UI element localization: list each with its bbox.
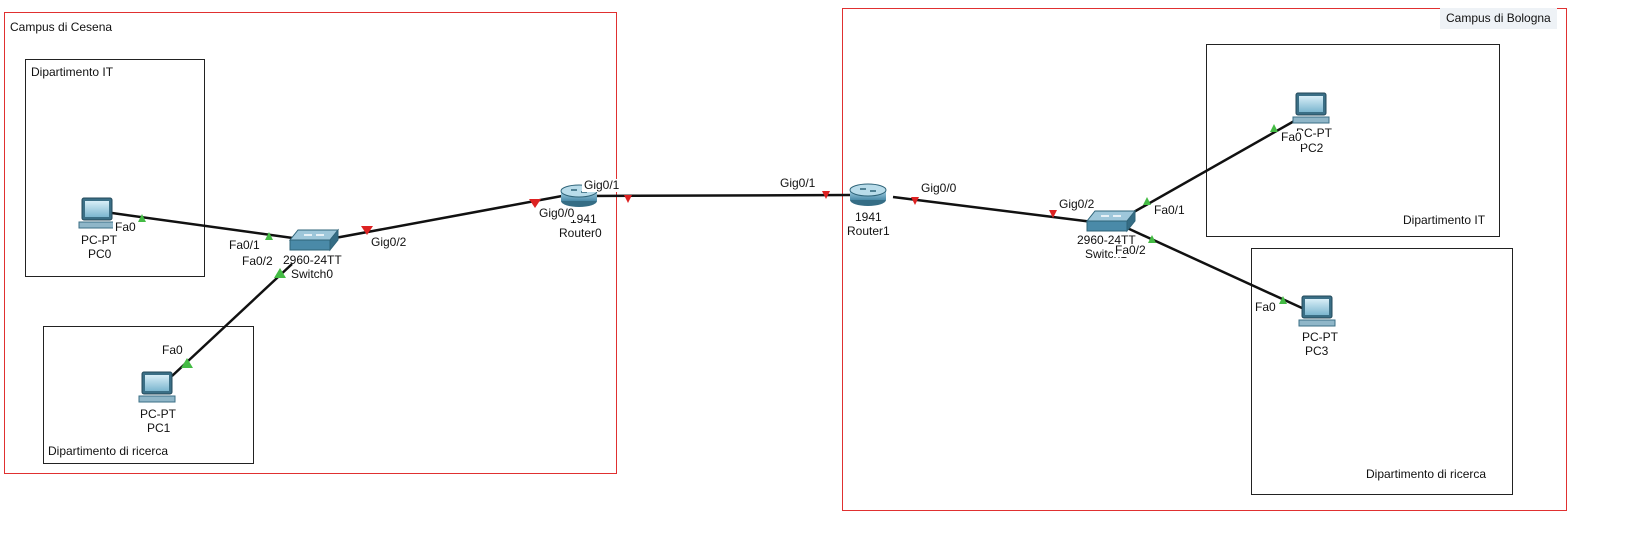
port-label-pc2-fa0: Fa0 (1279, 130, 1304, 144)
router-icon[interactable] (849, 183, 887, 206)
link-switch0-router0[interactable] (334, 194, 563, 240)
port-label-r1-gig0-1: Gig0/1 (780, 176, 816, 190)
router0-model-label: 1941 (570, 212, 597, 226)
pc-icon[interactable] (138, 371, 176, 403)
router1-model-label: 1941 (855, 210, 882, 224)
pc2-name-label: PC2 (1300, 141, 1324, 155)
status-up-icon (1279, 296, 1287, 304)
dept-research-bologna-box[interactable] (1251, 248, 1513, 495)
status-up-icon (138, 214, 146, 222)
port-label-sw0-fa0-2: Fa0/2 (242, 254, 273, 268)
link-pc0-switch0[interactable] (111, 211, 301, 241)
status-up-icon (265, 232, 273, 240)
dept-it-cesena-box[interactable] (25, 59, 205, 277)
status-down-icon (911, 197, 919, 205)
pc0-name-label: PC0 (88, 247, 112, 261)
link-router1-switch1[interactable] (892, 195, 1094, 224)
switch-icon[interactable] (1085, 209, 1137, 233)
dept-it-cesena-label: Dipartimento IT (31, 65, 114, 79)
dept-research-cesena-label: Dipartimento di ricerca (44, 441, 173, 462)
status-down-icon (361, 226, 373, 235)
campus-bologna-box[interactable] (842, 8, 1567, 511)
pc3-model-label: PC-PT (1302, 330, 1338, 344)
pc3-name-label: PC3 (1305, 344, 1329, 358)
switch0-model-label: 2960-24TT (283, 253, 342, 267)
pc-icon[interactable] (1298, 295, 1336, 327)
switch0-name-label: Switch0 (291, 267, 334, 281)
status-up-icon (1270, 124, 1278, 132)
router-icon[interactable] (560, 184, 598, 207)
port-label-r0-gig0-1: Gig0/1 (582, 178, 622, 192)
switch1-model-label: 2960-24TT (1077, 233, 1136, 247)
pc1-model-label: PC-PT (140, 407, 176, 421)
status-up-icon (1148, 235, 1156, 243)
link-pc1-switch0[interactable] (171, 263, 293, 377)
status-up-icon (274, 268, 286, 278)
pc0-model-label: PC-PT (81, 233, 117, 247)
port-label-pc0-fa0: Fa0 (113, 220, 138, 234)
campus-bologna-label: Campus di Bologna (1440, 8, 1557, 29)
dept-research-bologna-label: Dipartimento di ricerca (1366, 467, 1487, 481)
status-down-icon (822, 191, 830, 199)
port-label-sw0-fa0-1: Fa0/1 (229, 238, 260, 252)
campus-cesena-label: Campus di Cesena (10, 20, 113, 34)
dept-research-cesena-box[interactable] (43, 326, 254, 464)
status-down-icon (1049, 210, 1057, 218)
switch-icon[interactable] (288, 228, 340, 252)
campus-cesena-box[interactable] (4, 12, 617, 474)
dept-it-bologna-label: Dipartimento IT (1403, 213, 1486, 227)
pc2-model-label: PC-PT (1296, 126, 1332, 140)
status-up-icon (181, 358, 193, 368)
port-label-sw0-gig0-2: Gig0/2 (371, 235, 407, 249)
router0-name-label: Router0 (559, 226, 602, 240)
link-status-markers (138, 124, 1287, 368)
port-label-sw1-fa0-2: Fa0/2 (1113, 243, 1148, 257)
status-down-icon (624, 195, 632, 203)
pc-icon[interactable] (78, 197, 116, 229)
status-down-icon (529, 199, 541, 208)
pc1-name-label: PC1 (147, 421, 171, 435)
status-up-icon (1143, 197, 1151, 205)
port-label-sw1-fa0-1: Fa0/1 (1154, 203, 1185, 217)
port-label-pc3-fa0: Fa0 (1255, 300, 1276, 314)
port-label-pc1-fa0: Fa0 (162, 343, 183, 357)
port-label-r0-gig0-0: Gig0/0 (537, 206, 577, 220)
router1-name-label: Router1 (847, 224, 890, 238)
port-label-sw1-gig0-2: Gig0/2 (1059, 197, 1095, 211)
port-label-r1-gig0-0: Gig0/0 (921, 181, 957, 195)
pc-icon[interactable] (1292, 92, 1330, 124)
link-switch1-pc2[interactable] (1124, 118, 1297, 219)
dept-it-bologna-box[interactable] (1206, 44, 1500, 237)
